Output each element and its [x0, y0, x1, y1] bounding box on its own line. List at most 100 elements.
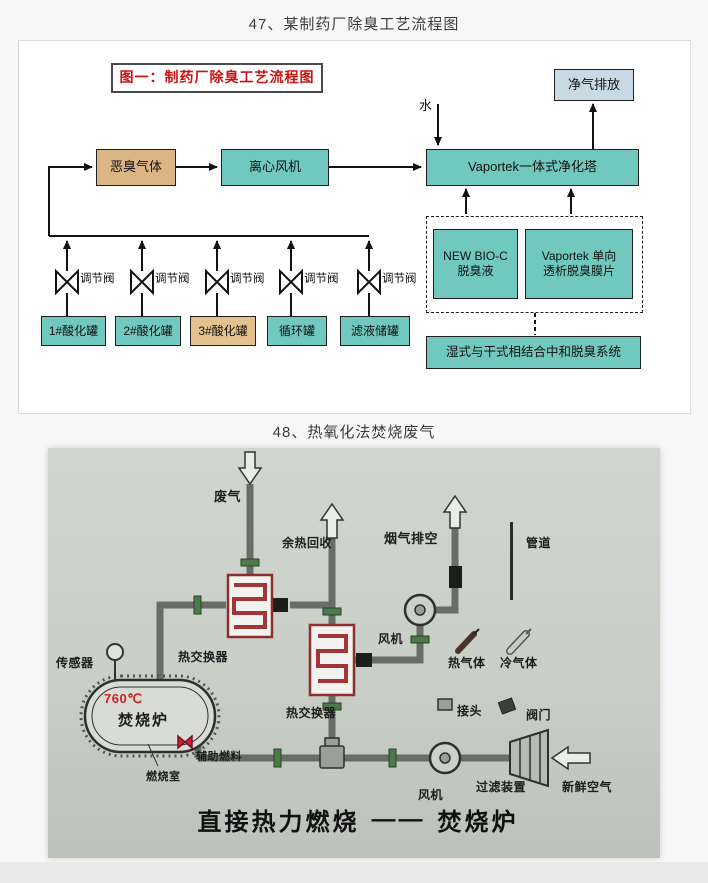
centrifugal-fan-box: 离心风机 — [221, 149, 329, 186]
fan1-hub — [414, 604, 426, 616]
heat-exchanger-lower-label: 热交换器 — [286, 706, 337, 720]
page-bottom-strip — [0, 862, 708, 883]
hollow-arrows — [237, 451, 591, 771]
valve-icon — [279, 268, 303, 296]
filter-hatch — [519, 733, 541, 783]
caption-dash: —— — [371, 805, 426, 833]
valve-icon — [205, 268, 229, 296]
valve-label: 调节阀 — [230, 273, 265, 285]
fan-to-stack-pipe — [434, 526, 459, 614]
sensor-icon — [106, 643, 124, 661]
pipe-couplings — [272, 566, 462, 667]
sensor-symbol — [106, 643, 124, 680]
circulation-tank-box: 循环罐 — [267, 316, 327, 346]
valve-icon — [55, 268, 79, 296]
t-fitting — [319, 737, 345, 769]
water-label: 水 — [419, 98, 433, 113]
tank-2-box: 2#酸化罐 — [115, 316, 181, 346]
membrane-box: Vaportek 单向 透析脱臭膜片 — [525, 229, 633, 299]
hot-gas-label: 热气体 — [448, 656, 486, 670]
flange — [322, 702, 342, 711]
diagram2-piping-svg — [79, 451, 591, 788]
tank-1-box: 1#酸化罐 — [41, 316, 106, 346]
figure-title: 图一：制药厂除臭工艺流程图 — [111, 63, 323, 93]
hot-gas-icon — [455, 628, 480, 654]
heat-exchanger-upper-label: 热交换器 — [178, 650, 229, 664]
flue-exhaust-up-arrow-icon — [442, 494, 468, 529]
bioc-liquid-box: NEW BIO-C 脱臭液 — [433, 229, 518, 299]
pipe-legend-icon — [510, 522, 513, 600]
he2-coil-icon — [316, 634, 348, 683]
sensor-label: 传感器 — [56, 656, 94, 670]
incinerator-inner-wall — [91, 686, 209, 746]
tank-3-box: 3#酸化罐 — [190, 316, 256, 346]
combustion-chamber-label: 燃烧室 — [146, 771, 181, 783]
valve-icon — [357, 268, 381, 296]
clean-gas-exhaust-box: 净气排放 — [554, 69, 634, 101]
incinerator-label: 焚烧炉 — [118, 712, 170, 729]
membrane-line2: 透析脱臭膜片 — [542, 264, 615, 278]
cold-gas-icon — [506, 628, 532, 655]
joint-icon — [437, 698, 453, 711]
bioc-line2: 脱臭液 — [457, 264, 494, 278]
incinerator-symbol — [79, 674, 221, 758]
flange — [388, 748, 397, 768]
valve-label: 调节阀 — [382, 273, 417, 285]
fan-upper-symbol — [403, 593, 437, 627]
he1-coil-icon — [232, 583, 267, 629]
incinerator-hatch — [79, 674, 221, 758]
membrane-line1: Vaportek 单向 — [541, 249, 617, 263]
fan-lower-label: 风机 — [418, 788, 444, 802]
heat-exchanger-lower-symbol — [308, 623, 356, 697]
flange — [410, 635, 430, 644]
vaportek-tower-box: Vaportek一体式净化塔 — [426, 149, 639, 186]
joint-label: 接头 — [457, 704, 483, 718]
filtrate-tank-box: 滤液储罐 — [340, 316, 410, 346]
coupling — [356, 653, 372, 667]
valve-symbols — [55, 268, 381, 296]
waste-gas-down-arrow-icon — [237, 451, 263, 486]
thermal-oxidation-diagram: 废气 余热回收 烟气排空 管道 传感器 热交换器 热交换器 风机 760℃ 焚烧… — [48, 448, 660, 858]
waste-gas-label: 废气 — [214, 489, 242, 504]
incinerator-to-he1-pipe — [156, 601, 226, 680]
valve-label: 调节阀 — [80, 273, 115, 285]
coupling — [272, 598, 288, 612]
valve-icon — [130, 268, 154, 296]
caption-right: 焚烧炉 — [437, 809, 519, 836]
fan-lower-symbol — [428, 741, 462, 775]
cold-gas-label: 冷气体 — [500, 656, 538, 670]
combustion-chamber-leader — [147, 743, 159, 767]
heat-recovery-label: 余热回收 — [282, 536, 333, 550]
aux-fuel-valve-icon — [177, 734, 193, 750]
caption-left: 直接热力燃烧 — [197, 809, 360, 836]
arrow-manifold-to-odor — [48, 163, 93, 236]
diagram2-caption: 直接热力燃烧 —— 焚烧炉 — [108, 802, 608, 837]
filter-device-symbol — [509, 728, 549, 788]
valve-legend-icon — [497, 697, 517, 715]
pipe-legend-label: 管道 — [526, 536, 552, 550]
valve-label: 调节阀 — [304, 273, 339, 285]
flue-exhaust-label: 烟气排空 — [384, 531, 439, 546]
flange — [240, 558, 260, 567]
flange — [273, 748, 282, 768]
valve-label: 调节阀 — [155, 273, 190, 285]
flange — [193, 595, 202, 615]
t-fitting-body — [319, 745, 345, 769]
coupling — [449, 566, 462, 588]
pharma-deodorization-diagram: 图一：制药厂除臭工艺流程图 净气排放 水 恶臭气体 离心风机 Vaportek一… — [18, 40, 691, 414]
media-dashed-box — [426, 216, 643, 313]
odor-gas-box: 恶臭气体 — [96, 149, 176, 186]
temperature-label: 760℃ — [104, 691, 143, 706]
filter-device-label: 过滤装置 — [476, 780, 527, 794]
incinerator-shell — [83, 678, 217, 754]
flanges — [193, 558, 430, 768]
fan2-hub — [439, 752, 451, 764]
heat-exchanger-upper-symbol — [226, 573, 274, 639]
flange — [322, 607, 342, 616]
section-1-title: 47、某制药厂除臭工艺流程图 — [248, 16, 460, 33]
valve-legend-label: 阀门 — [526, 708, 552, 722]
fresh-air-label: 新鲜空气 — [562, 780, 613, 794]
bioc-line1: NEW BIO-C — [443, 249, 508, 263]
fan-upper-label: 风机 — [378, 632, 404, 646]
